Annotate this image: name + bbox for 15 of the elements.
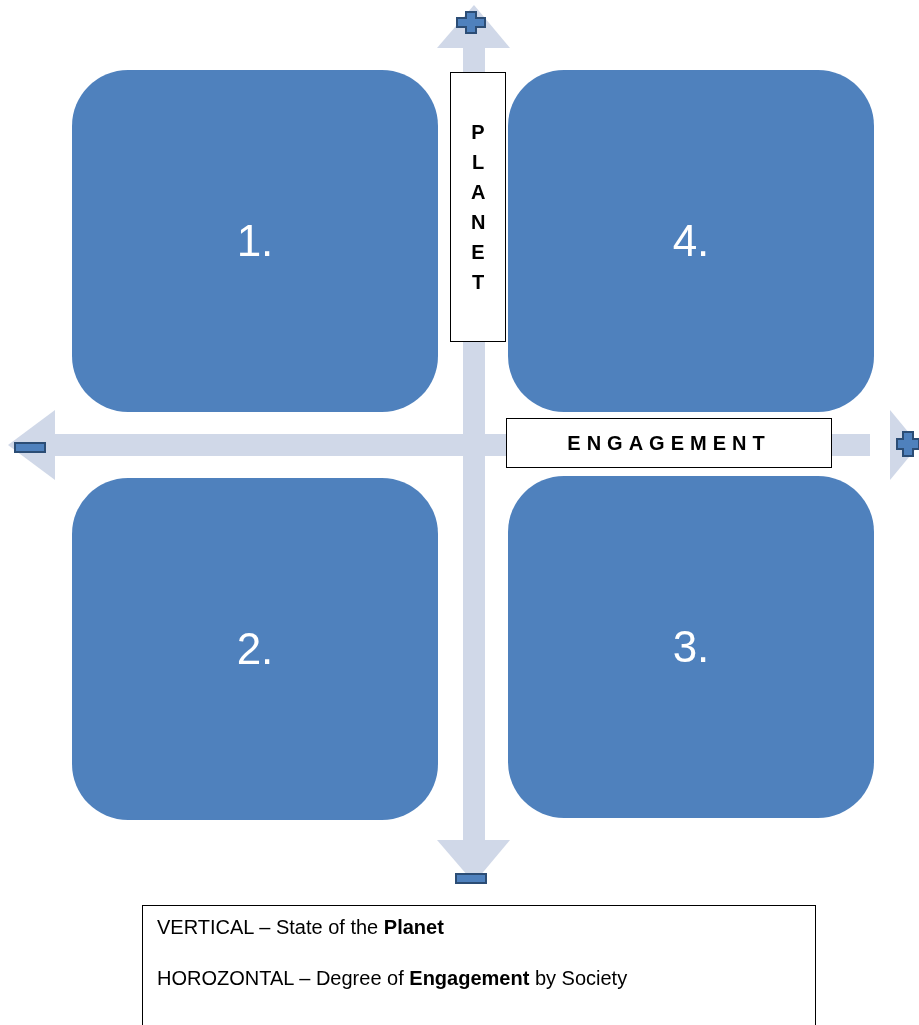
quadrant-number: 2. <box>236 624 274 674</box>
axis-label: PLANET <box>471 120 485 295</box>
quadrant-box <box>508 70 874 412</box>
axis-label: ENGAGEMENT <box>567 431 771 455</box>
quadrant-box <box>72 70 438 412</box>
axis-label-box <box>450 72 506 342</box>
quadrant-box <box>508 476 874 818</box>
axis-label-box <box>506 418 832 468</box>
quadrant-box <box>72 478 438 820</box>
legend-text: VERTICAL – State of the Planet <box>157 916 445 939</box>
quadrant-number: 3. <box>672 622 710 672</box>
quadrant-number: 4. <box>672 216 710 266</box>
quadrant-number: 1. <box>236 216 274 266</box>
legend-text: HOROZONTAL – Degree of Engagement by Society <box>157 967 629 990</box>
legend-box <box>142 905 816 1025</box>
